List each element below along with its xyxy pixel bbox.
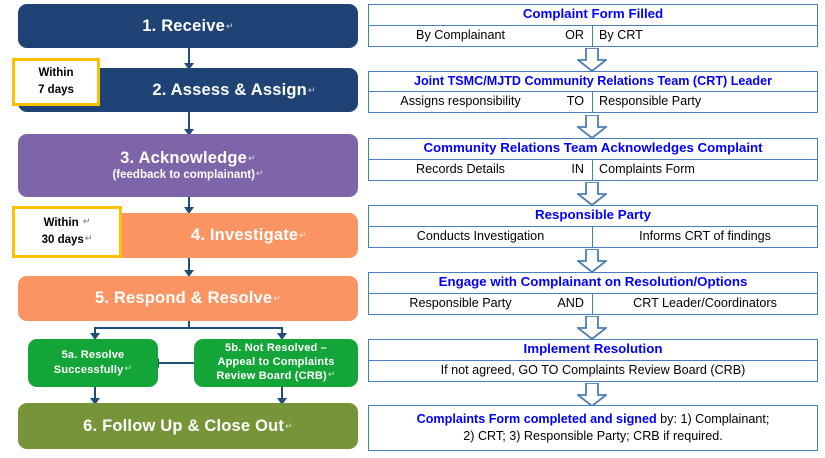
rbox-2-connector-word: TO bbox=[566, 94, 584, 109]
rbox-4-right-cell: Informs CRT of findings bbox=[639, 228, 771, 243]
rbox-final-rest-line1: by: 1) Complainant; bbox=[656, 412, 770, 426]
rbox-4-left-cell: Conducts Investigation bbox=[369, 226, 593, 247]
rbox-3-left-cell: Records Details IN bbox=[369, 159, 593, 180]
rbox-5-connector-word: AND bbox=[557, 295, 584, 310]
connector-5a-to-6 bbox=[94, 387, 96, 403]
rbox-crt-acknowledges[interactable]: Community Relations Team Acknowledges Co… bbox=[368, 138, 818, 181]
callout-7-days-line2: 7 days bbox=[38, 84, 74, 96]
rbox-complaints-form-signed[interactable]: Complaints Form completed and signed by:… bbox=[368, 405, 818, 452]
step-5b-not-resolved-appeal[interactable]: 5b. Not Resolved – Appeal to Complaints … bbox=[194, 339, 358, 387]
pilcrow-glyph: ↵ bbox=[285, 420, 293, 431]
connector-4-to-5 bbox=[188, 258, 190, 276]
callout-within-30-days: Within ↵ 30 days↵ bbox=[12, 206, 122, 258]
left-process-column: 1. Receive↵ 2. Assess & Assign↵ Within 7… bbox=[0, 0, 362, 458]
rbox-1-right-cell: By CRT bbox=[599, 27, 643, 42]
step-3-sublabel: (feedback to complainant)↵ bbox=[112, 168, 264, 182]
step-2-label: 2. Assess & Assign↵ bbox=[152, 80, 316, 99]
rbox-6-full-cell: If not agreed, GO TO Complaints Review B… bbox=[440, 362, 746, 377]
step-1-label: 1. Receive↵ bbox=[142, 16, 234, 35]
pilcrow-glyph: ↵ bbox=[273, 293, 282, 304]
rbox-complaint-form-filled[interactable]: Complaint Form Filled By Complainant OR … bbox=[368, 4, 818, 47]
rbox-3-row: Records Details IN Complaints Form bbox=[369, 159, 817, 180]
callout-30-days-line2: 30 days↵ bbox=[41, 233, 93, 246]
connector-5-split-bar bbox=[94, 327, 282, 329]
step-5-respond-resolve[interactable]: 5. Respond & Resolve↵ bbox=[18, 276, 358, 321]
block-arrow-down-icon-5 bbox=[577, 316, 607, 340]
arrowhead-2-to-3 bbox=[184, 129, 194, 136]
callout-30-days-line1: Within ↵ bbox=[43, 216, 91, 230]
rbox-5-row: Responsible Party AND CRT Leader/Coordin… bbox=[369, 293, 817, 314]
right-detail-column: Complaint Form Filled By Complainant OR … bbox=[368, 0, 818, 458]
step-5b-label: 5b. Not Resolved – Appeal to Complaints … bbox=[216, 341, 336, 383]
rbox-4-header: Responsible Party bbox=[369, 206, 817, 227]
rbox-1-row: By Complainant OR By CRT bbox=[369, 25, 817, 46]
rbox-5-right-cell: CRT Leader/Coordinators bbox=[633, 295, 777, 310]
rbox-3-right-cell: Complaints Form bbox=[599, 161, 695, 176]
arrowhead-1-to-2 bbox=[184, 63, 194, 70]
arrowhead-5a-to-6 bbox=[90, 398, 100, 405]
step-6-label: 6. Follow Up & Close Out↵ bbox=[83, 416, 293, 435]
step-5a-resolve-successfully[interactable]: 5a. Resolve Successfully↵ bbox=[28, 339, 158, 387]
connector-5b-to-5a bbox=[158, 362, 194, 364]
rbox-1-connector-word: OR bbox=[565, 27, 584, 42]
connector-1-to-2 bbox=[188, 46, 190, 68]
rbox-responsible-party[interactable]: Responsible Party Conducts Investigation… bbox=[368, 205, 818, 248]
pilcrow-glyph: ↵ bbox=[124, 362, 133, 373]
block-arrow-down-icon-1 bbox=[577, 48, 607, 72]
pilcrow-glyph: ↵ bbox=[327, 369, 336, 380]
rbox-3-header: Community Relations Team Acknowledges Co… bbox=[369, 139, 817, 160]
pilcrow-glyph: ↵ bbox=[299, 230, 308, 241]
rbox-2-right-cell: Responsible Party bbox=[599, 94, 702, 109]
step-6-follow-up-close-out[interactable]: 6. Follow Up & Close Out↵ bbox=[18, 403, 358, 449]
rbox-5-header: Engage with Complainant on Resolution/Op… bbox=[369, 273, 817, 294]
block-arrow-down-icon-3 bbox=[577, 182, 607, 206]
rbox-implement-resolution[interactable]: Implement Resolution If not agreed, GO T… bbox=[368, 339, 818, 382]
rbox-2-left-cell: Assigns responsibility TO bbox=[369, 92, 593, 113]
rbox-final-note: Complaints Form completed and signed by:… bbox=[369, 406, 817, 450]
rbox-engage-complainant[interactable]: Engage with Complainant on Resolution/Op… bbox=[368, 272, 818, 315]
block-arrow-down-icon-6 bbox=[577, 383, 607, 407]
step-1-receive[interactable]: 1. Receive↵ bbox=[18, 4, 358, 48]
block-arrow-down-icon-2 bbox=[577, 115, 607, 139]
connector-5b-to-6 bbox=[281, 387, 283, 403]
arrowhead-4-to-5 bbox=[184, 270, 194, 277]
step-3-acknowledge[interactable]: 3. Acknowledge↵ (feedback to complainant… bbox=[18, 134, 358, 197]
rbox-6-header: Implement Resolution bbox=[369, 340, 817, 361]
rbox-final-line2: 2) CRT; 3) Responsible Party; CRB if req… bbox=[463, 428, 723, 443]
step-3-label: 3. Acknowledge↵ bbox=[120, 148, 256, 167]
step-4-label: 4. Investigate↵ bbox=[190, 226, 308, 245]
rbox-1-header: Complaint Form Filled bbox=[369, 5, 817, 26]
rbox-1-left-cell: By Complainant OR bbox=[369, 25, 593, 46]
rbox-4-row: Conducts Investigation Informs CRT of fi… bbox=[369, 226, 817, 247]
connector-3-to-4 bbox=[188, 197, 190, 213]
pilcrow-glyph: ↵ bbox=[307, 84, 316, 95]
callout-within-7-days: Within 7 days bbox=[12, 58, 100, 106]
connector-2-to-3 bbox=[188, 112, 190, 134]
pilcrow-glyph: ↵ bbox=[248, 152, 256, 163]
step-5a-label: 5a. Resolve Successfully↵ bbox=[53, 348, 133, 376]
callout-7-days-line1: Within bbox=[38, 67, 74, 80]
rbox-2-header: Joint TSMC/MJTD Community Relations Team… bbox=[369, 72, 817, 93]
block-arrow-down-icon-4 bbox=[577, 249, 607, 273]
pilcrow-glyph: ↵ bbox=[225, 20, 234, 31]
arrowhead-5-to-5b bbox=[277, 333, 287, 340]
arrowhead-3-to-4 bbox=[184, 207, 194, 214]
rbox-2-row: Assigns responsibility TO Responsible Pa… bbox=[369, 92, 817, 113]
rbox-crt-leader[interactable]: Joint TSMC/MJTD Community Relations Team… bbox=[368, 71, 818, 114]
rbox-5-left-cell: Responsible Party AND bbox=[369, 293, 593, 314]
rbox-3-connector-word: IN bbox=[571, 161, 584, 176]
pilcrow-glyph: ↵ bbox=[255, 168, 264, 179]
arrowhead-5b-to-6 bbox=[277, 398, 287, 405]
rbox-6-row: If not agreed, GO TO Complaints Review B… bbox=[369, 361, 817, 381]
arrowhead-5-to-5a bbox=[90, 333, 100, 340]
step-5-label: 5. Respond & Resolve↵ bbox=[94, 289, 282, 308]
rbox-final-bold-text: Complaints Form completed and signed bbox=[416, 412, 657, 426]
pilcrow-glyph: ↵ bbox=[84, 233, 93, 243]
pilcrow-glyph: ↵ bbox=[82, 216, 91, 227]
